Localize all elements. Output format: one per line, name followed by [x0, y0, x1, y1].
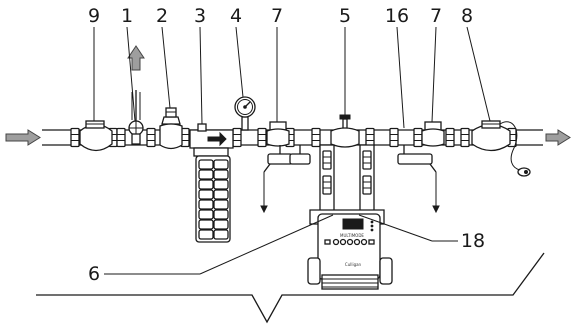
callout-3: 3 [194, 5, 206, 27]
pulse-cable [499, 121, 531, 177]
inlet-arrow [5, 129, 41, 146]
bottom-bracket [36, 252, 545, 324]
controller-model-label: MULTIMODE [340, 233, 364, 238]
callout-9: 9 [88, 5, 100, 27]
filter-cartridge-grid [198, 159, 229, 240]
leader-lines [93, 26, 491, 275]
controller-brand-label: Culligan [345, 262, 362, 267]
discharge-arrow [127, 45, 145, 71]
callout-16: 16 [385, 5, 409, 27]
check-valve-right [421, 121, 445, 147]
sampling-tap-left [260, 145, 293, 214]
pressure-gauge [234, 96, 256, 131]
callout-8: 8 [461, 5, 473, 27]
softener-controller [307, 209, 393, 290]
controller-buttons [324, 220, 375, 246]
callout-7-right: 7 [430, 5, 442, 27]
pressure-reducer [159, 107, 183, 150]
controller-display [342, 218, 364, 230]
softener-outlet-pipe [359, 144, 375, 216]
callout-6: 6 [88, 263, 100, 285]
outlet-arrow [545, 129, 571, 146]
softener-inlet-pipe [319, 144, 335, 216]
sampling-tap-center [289, 145, 311, 165]
callout-1: 1 [121, 5, 133, 27]
sampling-tap-right [397, 145, 440, 214]
callout-5: 5 [339, 5, 351, 27]
bypass-valve [330, 114, 360, 148]
water-meter-right [471, 120, 511, 152]
water-meter-left [79, 120, 113, 152]
backflow-valve [128, 90, 144, 145]
callout-4: 4 [230, 5, 242, 27]
check-valve-left [266, 121, 290, 147]
callout-7-left: 7 [271, 5, 283, 27]
callout-18: 18 [461, 230, 485, 252]
callout-2: 2 [156, 5, 168, 27]
